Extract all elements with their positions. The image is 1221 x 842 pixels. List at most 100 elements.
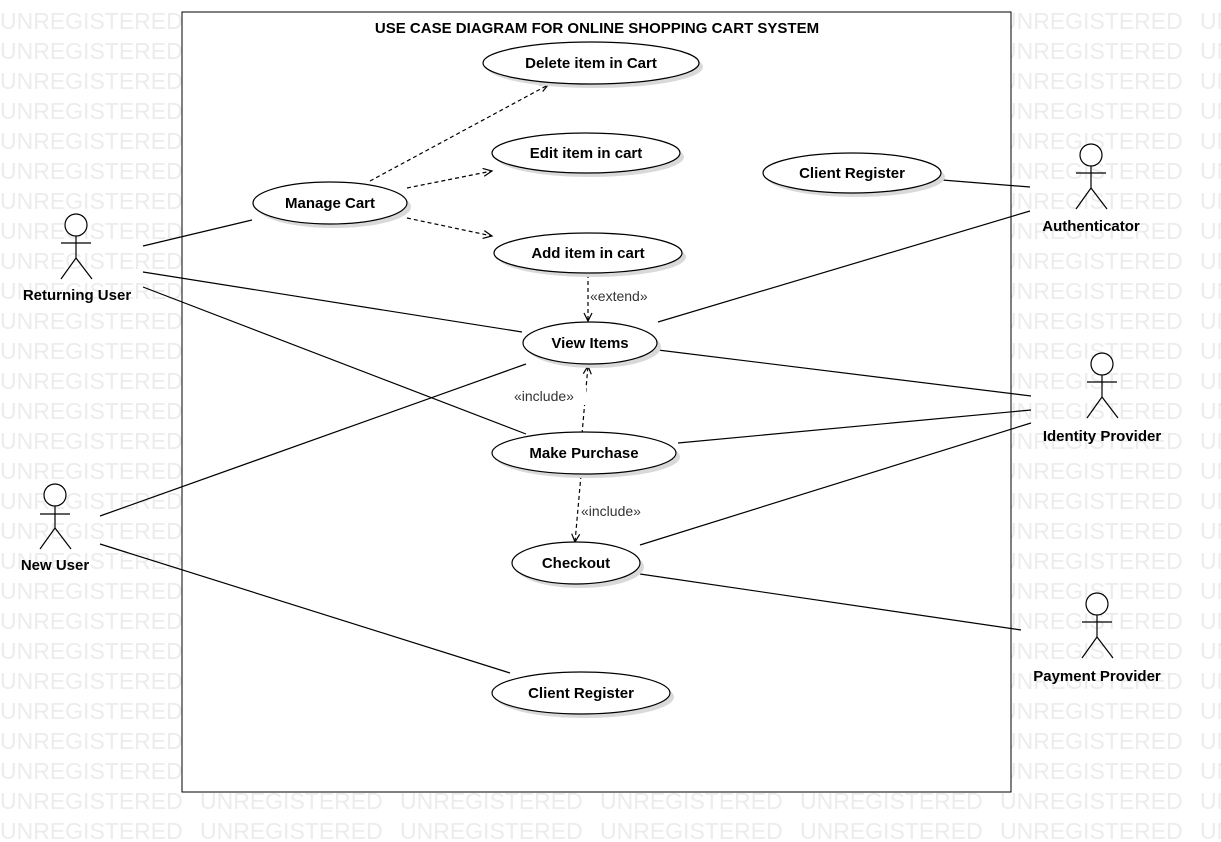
- use-case-client-register-top[interactable]: Client Register: [762, 152, 945, 197]
- stick-figure-icon: [1075, 143, 1108, 210]
- watermark-text: UNREGISTERED: [1200, 8, 1221, 34]
- watermark-text: UNREGISTERED: [1000, 8, 1183, 34]
- watermark-text: UNREGISTERED: [1000, 788, 1183, 814]
- actor-label: Returning User: [23, 287, 132, 304]
- watermark-text: UNREGISTERED: [1000, 458, 1183, 484]
- use-case-label: Checkout: [542, 555, 610, 572]
- use-case-edit-item[interactable]: Edit item in cart: [491, 132, 684, 177]
- watermark-text: UNREGISTERED: [0, 68, 183, 94]
- watermark-text: UNREGISTERED: [0, 368, 183, 394]
- actor-new-user[interactable]: New User: [21, 483, 90, 574]
- dependency-manage-cart-edit-item: [406, 170, 493, 189]
- watermark-text: UNREGISTERED: [1000, 308, 1183, 334]
- watermark-text: UNREGISTERED: [1200, 398, 1221, 424]
- use-case-label: Client Register: [799, 165, 905, 182]
- watermark-text: UNREGISTERED: [1000, 728, 1183, 754]
- watermark-text: UNREGISTERED: [1200, 338, 1221, 364]
- watermark-text: UNREGISTERED: [1200, 308, 1221, 334]
- arrowhead-add-item: [482, 230, 494, 239]
- association-payment-provider-checkout: [639, 573, 1022, 631]
- association-returning-user-make-purchase: [142, 286, 527, 435]
- use-case-label: Add item in cart: [531, 245, 644, 262]
- relationship-lines: [99, 83, 1032, 674]
- watermark-text: UNREGISTERED: [0, 308, 183, 334]
- stereotype-extend-label: «extend»: [590, 288, 648, 304]
- watermark-text: UNREGISTERED: [0, 248, 183, 274]
- watermark-text: UNREGISTERED: [1000, 428, 1183, 454]
- watermark-text: UNREGISTERED: [0, 668, 183, 694]
- watermark-text: UNREGISTERED: [400, 818, 583, 842]
- watermark-text: UNREGISTERED: [1200, 698, 1221, 724]
- dependency-make-purchase-checkout: [574, 474, 582, 543]
- watermark-text: UNREGISTERED: [1000, 668, 1183, 694]
- association-new-user-client-register: [99, 543, 511, 674]
- watermark-text: UNREGISTERED: [1000, 548, 1183, 574]
- dependency-manage-cart-add-item: [406, 217, 493, 237]
- watermark-text: UNREGISTERED: [1200, 218, 1221, 244]
- use-case-label: View Items: [551, 335, 628, 352]
- watermark-text: UNREGISTERED: [0, 428, 183, 454]
- watermark-text: UNREGISTERED: [1000, 488, 1183, 514]
- actor-label: Authenticator: [1042, 218, 1140, 235]
- use-case-add-item[interactable]: Add item in cart: [493, 232, 686, 277]
- watermark-text: UNREGISTERED: [1200, 518, 1221, 544]
- use-case-checkout[interactable]: Checkout: [511, 541, 644, 588]
- watermark-text: UNREGISTERED: [1200, 728, 1221, 754]
- association-identity-provider-make-purchase: [677, 409, 1032, 444]
- use-case-manage-cart[interactable]: Manage Cart: [252, 181, 411, 228]
- actor-label: Payment Provider: [1033, 668, 1161, 685]
- watermark-text: UNREGISTERED: [0, 458, 183, 484]
- watermark-text: UNREGISTERED: [1200, 38, 1221, 64]
- watermark-text: UNREGISTERED: [0, 8, 183, 34]
- watermark-text: UNREGISTERED: [1200, 188, 1221, 214]
- stick-figure-icon: [1086, 352, 1119, 419]
- stereotype-include-view-items-label: «include»: [514, 388, 574, 404]
- watermark-text: UNREGISTERED: [0, 338, 183, 364]
- watermark-text: UNREGISTERED: [0, 728, 183, 754]
- use-case-view-items[interactable]: View Items: [522, 321, 661, 368]
- watermark-text: UNREGISTERED: [1200, 668, 1221, 694]
- watermark-text: UNREGISTERED: [1000, 698, 1183, 724]
- watermark-text: UNREGISTERED: [1200, 788, 1221, 814]
- actor-identity-provider[interactable]: Identity Provider: [1043, 352, 1162, 445]
- watermark-text: UNREGISTERED: [0, 578, 183, 604]
- watermark-text: UNREGISTERED: [1200, 758, 1221, 784]
- watermark-text: UNREGISTERED: [0, 98, 183, 124]
- use-case-label: Make Purchase: [529, 445, 638, 462]
- watermark-text: UNREGISTERED: [1200, 818, 1221, 842]
- watermark-text: UNREGISTERED: [1200, 428, 1221, 454]
- use-case-client-register-bottom[interactable]: Client Register: [491, 671, 674, 718]
- watermark-text: UNREGISTERED: [1200, 68, 1221, 94]
- association-new-user-view-items: [99, 363, 527, 517]
- use-case-make-purchase[interactable]: Make Purchase: [491, 431, 680, 478]
- watermark-text: UNREGISTERED: [0, 488, 183, 514]
- watermark-text: UNREGISTERED: [1200, 488, 1221, 514]
- watermark-text: UNREGISTERED: [1200, 368, 1221, 394]
- association-returning-user-manage-cart: [142, 219, 253, 247]
- actor-returning-user[interactable]: Returning User: [23, 213, 132, 304]
- watermark-text: UNREGISTERED: [0, 638, 183, 664]
- actor-payment-provider[interactable]: Payment Provider: [1033, 592, 1161, 685]
- watermark-text: UNREGISTERED: [1200, 128, 1221, 154]
- use-case-delete-item[interactable]: Delete item in Cart: [482, 41, 703, 88]
- watermark-text: UNREGISTERED: [0, 608, 183, 634]
- association-authenticator-client-register: [941, 179, 1031, 188]
- actor-authenticator[interactable]: Authenticator: [1042, 143, 1140, 235]
- watermark-text: UNREGISTERED: [0, 788, 183, 814]
- watermark-text: UNREGISTERED: [0, 128, 183, 154]
- watermark-text: UNREGISTERED: [0, 218, 183, 244]
- watermark-text: UNREGISTERED: [1200, 458, 1221, 484]
- watermark-text: UNREGISTERED: [200, 818, 383, 842]
- use-case-label: Manage Cart: [285, 195, 375, 212]
- stereotype-include-checkout-label: «include»: [581, 503, 641, 519]
- association-returning-user-view-items: [142, 271, 523, 333]
- watermark-text: UNREGISTERED: [0, 38, 183, 64]
- actor-label: New User: [21, 557, 90, 574]
- watermark-text: UNREGISTERED: [1000, 368, 1183, 394]
- watermark-text: UNREGISTERED: [600, 818, 783, 842]
- watermark-text: UNREGISTERED: [1000, 758, 1183, 784]
- association-identity-provider-view-items: [657, 349, 1032, 397]
- watermark-text: UNREGISTERED: [1200, 608, 1221, 634]
- use-case-label: Delete item in Cart: [525, 55, 657, 72]
